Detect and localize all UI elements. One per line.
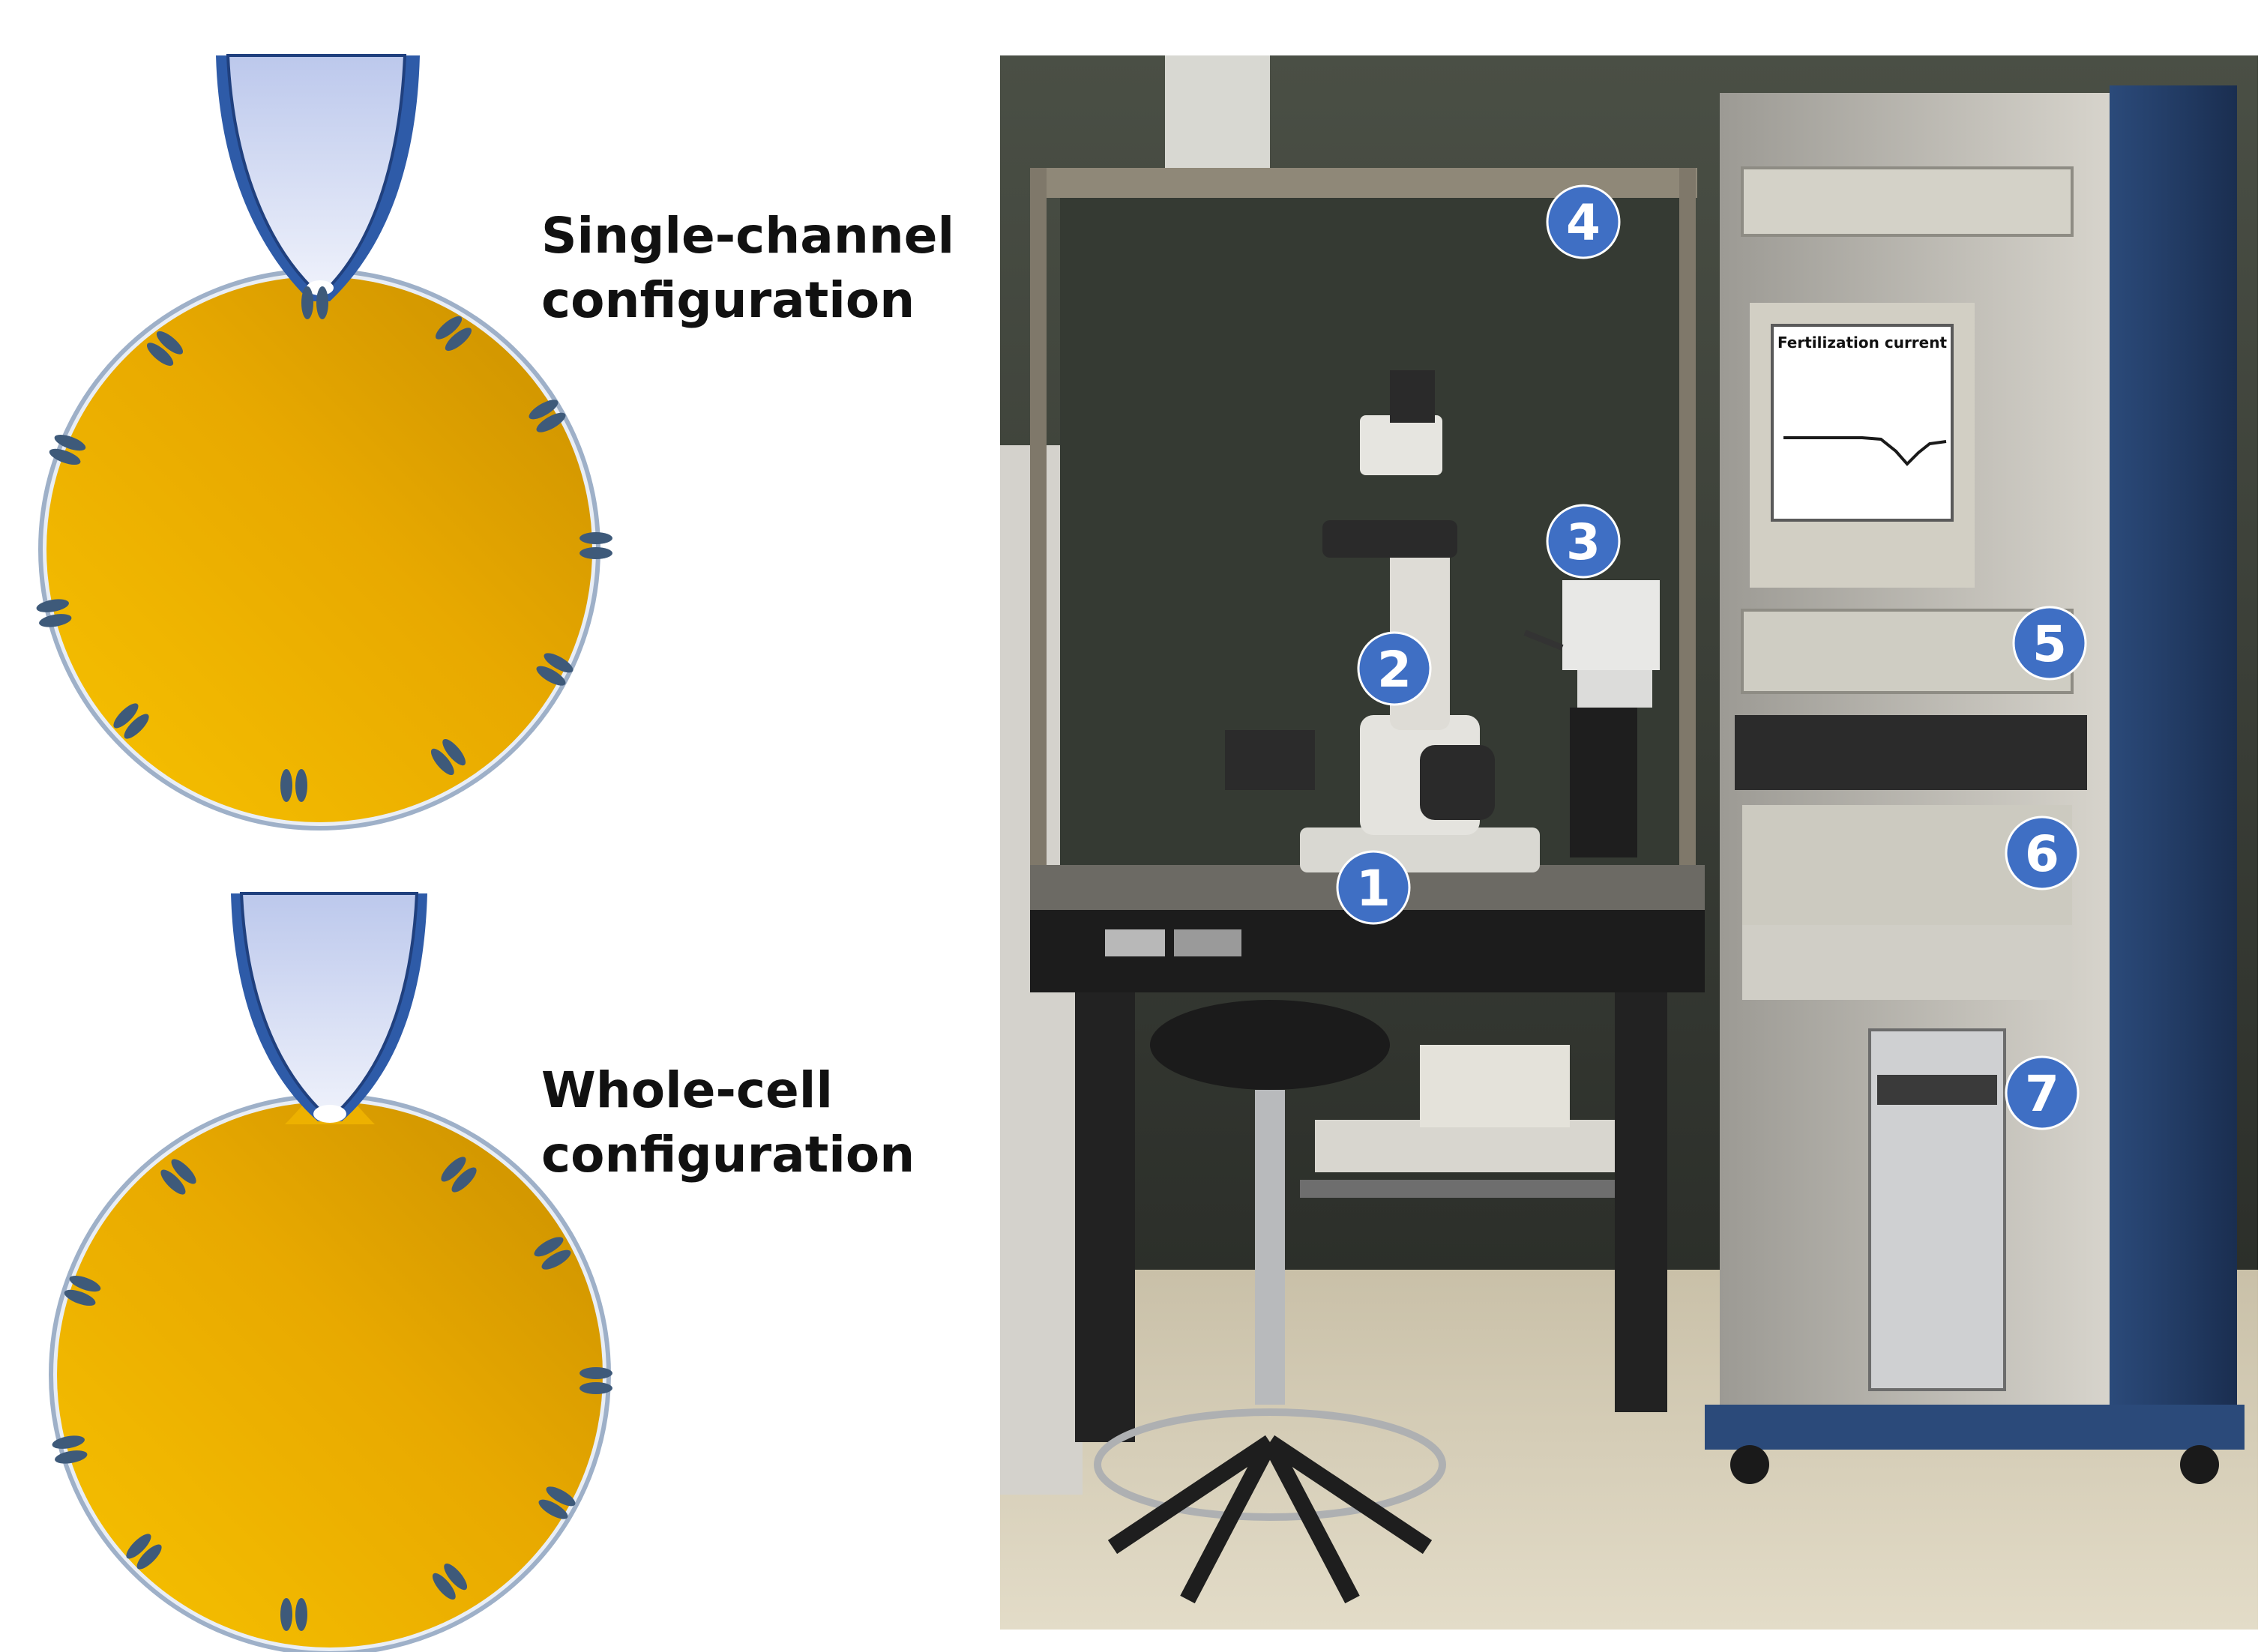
ion-channel xyxy=(534,1237,564,1257)
svg-text:2: 2 xyxy=(1377,641,1412,699)
ion-channel xyxy=(49,448,81,465)
screen-caption: Fertilization current xyxy=(1777,334,1948,352)
ion-channel xyxy=(316,286,328,319)
ion-channel xyxy=(441,1157,466,1182)
marker-2: 2 xyxy=(1357,631,1432,706)
ion-channel xyxy=(529,400,559,420)
svg-text:7: 7 xyxy=(2025,1065,2059,1123)
ion-channel xyxy=(55,1450,88,1464)
single-channel-diagram xyxy=(36,54,612,830)
ion-channel xyxy=(136,1544,162,1570)
equipment-bench xyxy=(1300,1045,1615,1198)
ion-channel xyxy=(579,1367,612,1379)
setup-photo: Fertilization current 1 2 3 4 5 xyxy=(1000,55,2258,1630)
ion-channel xyxy=(280,1598,292,1631)
svg-text:5: 5 xyxy=(2032,615,2067,673)
micromanipulator xyxy=(1523,580,1660,857)
cell-body xyxy=(57,1102,603,1648)
ion-channel xyxy=(444,1563,468,1591)
single-channel-label: Single-channel configuration xyxy=(541,207,955,329)
ion-channel xyxy=(544,653,573,673)
monitor-screen xyxy=(1771,324,1954,522)
marker-1: 1 xyxy=(1336,850,1411,925)
membrane-seal xyxy=(313,1105,346,1123)
cell-body xyxy=(46,277,592,822)
equipment-markers: 1 2 3 4 5 6 7 xyxy=(1336,184,2087,1130)
whole-cell-diagram xyxy=(49,892,612,1652)
ion-channel xyxy=(64,1289,96,1306)
marker-6: 6 xyxy=(2005,816,2080,890)
inverted-microscope xyxy=(1225,370,1540,872)
ion-channel xyxy=(435,316,463,340)
svg-text:6: 6 xyxy=(2025,825,2059,883)
ion-channel xyxy=(39,614,72,627)
configuration-diagram: Single-channel configuration Whole-cell … xyxy=(0,0,997,1652)
ion-channel xyxy=(280,769,292,802)
pipette-lumen xyxy=(239,892,419,1114)
current-trace xyxy=(1783,436,1947,466)
lab-stool xyxy=(1094,1000,1446,1604)
ion-channel xyxy=(579,532,612,544)
instrument-rack xyxy=(1705,85,2245,1484)
svg-text:4: 4 xyxy=(1566,194,1601,252)
marker-5: 5 xyxy=(2012,606,2087,681)
marker-3: 3 xyxy=(1546,504,1621,579)
svg-text:1: 1 xyxy=(1356,860,1391,917)
pipette-lumen xyxy=(226,54,407,289)
ion-channel xyxy=(442,738,466,766)
ion-channel xyxy=(146,343,174,367)
ion-channel xyxy=(124,714,149,739)
ion-channels xyxy=(52,1157,612,1631)
ion-channel xyxy=(160,1169,186,1195)
configuration-diagram-svg xyxy=(36,54,612,1652)
marker-7: 7 xyxy=(2005,1055,2080,1130)
whole-cell-label: Whole-cell configuration xyxy=(541,1061,915,1184)
ion-channel xyxy=(546,1486,576,1507)
setup-photo-svg: Fertilization current 1 2 3 4 5 xyxy=(1000,55,2258,1630)
ion-channel xyxy=(301,286,313,319)
marker-4: 4 xyxy=(1546,184,1621,259)
wall-pillar xyxy=(1165,55,1270,168)
ion-channels xyxy=(36,286,612,802)
svg-text:3: 3 xyxy=(1566,513,1601,571)
